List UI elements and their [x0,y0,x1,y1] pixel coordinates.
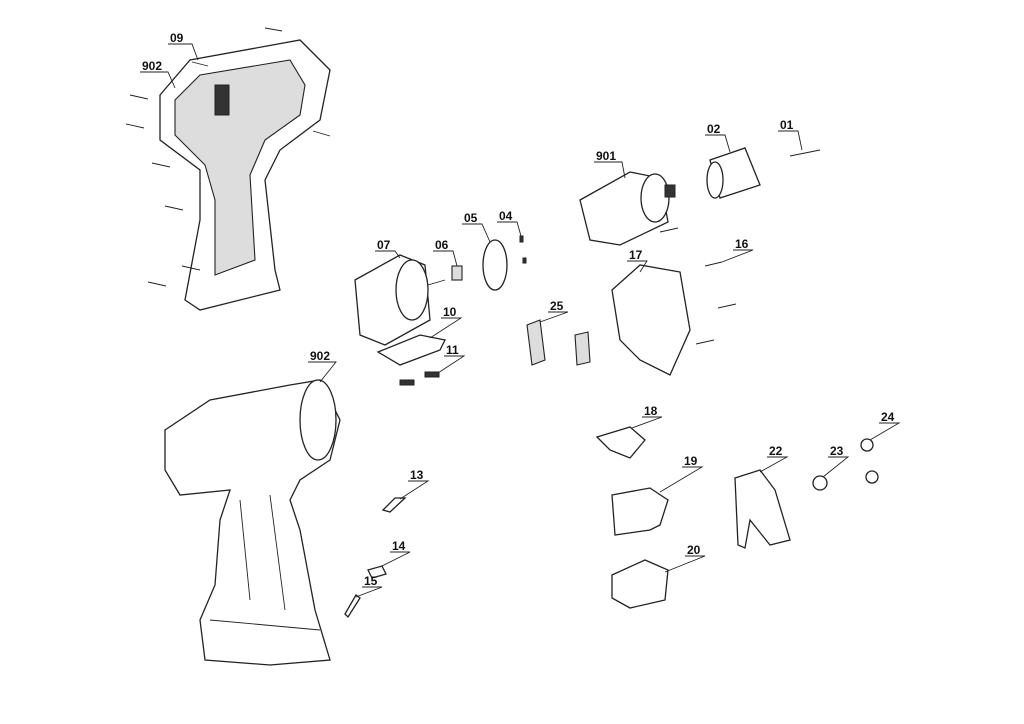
part-15 [344,594,361,619]
label-09: 09 [170,31,184,45]
label-07: 07 [377,238,391,252]
label-16: 16 [735,237,749,251]
label-25: 25 [550,299,564,313]
nut-24a [860,438,874,452]
label-10: 10 [443,305,457,319]
labels: 09 902 01 02 901 05 04 07 06 16 17 25 10… [140,31,901,598]
terminal-20 [611,559,669,609]
motor [354,254,446,346]
assembled-housing [164,379,341,666]
switch-19 [611,487,669,536]
pin-04 [519,235,524,243]
label-01: 01 [780,118,794,132]
spring-13 [381,497,407,513]
label-11: 11 [446,343,459,357]
label-17: 17 [629,248,643,262]
screws [125,27,821,345]
springs-11 [399,371,440,386]
label-15: 15 [364,574,378,588]
chuck [706,147,761,199]
label-20: 20 [687,543,701,557]
label-14: 14 [392,539,406,553]
label-13: 13 [410,468,424,482]
label-902-a: 902 [142,59,162,73]
label-901: 901 [596,149,616,163]
label-04: 04 [499,209,513,223]
plate-05 [482,239,508,291]
label-24: 24 [881,410,895,424]
label-02: 02 [707,122,721,136]
part-14 [367,565,387,579]
label-05: 05 [464,211,478,225]
label-18: 18 [644,404,658,418]
label-19: 19 [684,454,698,468]
screw-23 [812,475,828,491]
brush-25a [526,319,546,366]
gear-housing-17 [611,264,691,376]
housing-half-left [159,39,331,311]
label-902-b: 902 [310,349,330,363]
label-23: 23 [830,444,844,458]
label-22: 22 [769,444,783,458]
brush-25b [574,331,591,366]
switch-plate-10 [376,334,446,366]
lever-18 [595,426,646,459]
label-06: 06 [435,238,449,252]
pinion-06 [451,265,463,281]
belt-clip-22 [734,469,791,549]
pin-04b [522,257,527,264]
nut-24b [865,470,879,484]
gearbox [579,171,676,246]
